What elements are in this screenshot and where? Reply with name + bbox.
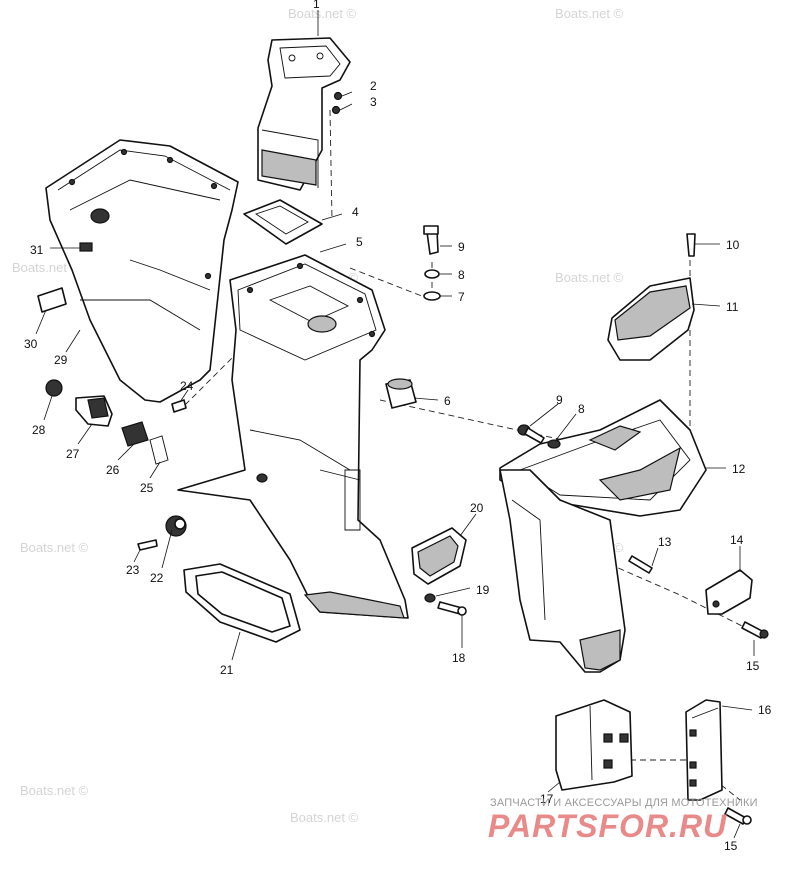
callout-16: 16 xyxy=(758,703,772,717)
part-bracket-17 xyxy=(555,699,633,791)
part-pin-24 xyxy=(171,399,187,413)
callout-3: 3 xyxy=(370,95,377,109)
part-plug-31 xyxy=(79,242,93,252)
callout-17: 17 xyxy=(540,792,554,806)
part-plate-20 xyxy=(411,527,467,585)
part-screw-15-upper xyxy=(741,621,769,639)
part-washer-7 xyxy=(423,291,441,301)
callout-14: 14 xyxy=(730,533,744,547)
part-screw-23 xyxy=(137,539,158,551)
part-bolt-9-right xyxy=(517,424,545,444)
callout-20: 20 xyxy=(470,501,484,515)
watermark: Boats.net © xyxy=(288,6,357,21)
part-bolt-18 xyxy=(437,601,467,616)
callout-30: 30 xyxy=(24,337,38,351)
callout-8-top: 8 xyxy=(458,268,465,282)
part-bolt-9-top xyxy=(423,225,439,255)
callout-31: 31 xyxy=(30,243,44,257)
watermark: Boats.net © xyxy=(555,270,624,285)
callout-7: 7 xyxy=(458,290,465,304)
callout-24: 24 xyxy=(180,379,194,393)
part-washer-19 xyxy=(424,593,436,603)
callout-26: 26 xyxy=(106,463,120,477)
part-screw-15-lower xyxy=(724,807,752,825)
part-screw-10 xyxy=(686,233,696,257)
callout-6: 6 xyxy=(444,394,451,408)
part-exhaust-tube xyxy=(257,37,351,191)
part-seal-21 xyxy=(183,563,301,643)
part-spring-26 xyxy=(121,421,149,447)
part-washer-8-right xyxy=(547,439,561,449)
part-fitting-27 xyxy=(75,395,113,427)
watermark: Boats.net © xyxy=(20,783,89,798)
callout-19: 19 xyxy=(476,583,490,597)
callout-28: 28 xyxy=(32,423,46,437)
part-cap-28 xyxy=(45,379,63,397)
part-bracket-16 xyxy=(685,699,723,801)
callout-18: 18 xyxy=(452,651,466,665)
watermark: Boats.net © xyxy=(555,6,624,21)
part-grommet-22 xyxy=(165,515,187,537)
callout-labels: 1 2 3 4 5 6 7 8 9 10 11 12 9 8 13 14 15 … xyxy=(24,0,772,853)
part-grommet xyxy=(385,378,417,409)
callout-9-top: 9 xyxy=(458,240,465,254)
part-gasket xyxy=(243,199,323,245)
callout-1: 1 xyxy=(313,0,320,11)
part-lower-housing xyxy=(499,469,626,673)
part-clamp-14 xyxy=(705,569,753,615)
watermark: Boats.net © xyxy=(12,260,81,275)
part-screw-2-3 xyxy=(331,91,343,115)
part-screw-13 xyxy=(628,555,653,574)
part-decal xyxy=(37,287,67,313)
callout-22: 22 xyxy=(150,571,164,585)
callout-27: 27 xyxy=(66,447,80,461)
footer-tagline: ЗАПЧАСТИ И АКСЕССУАРЫ ДЛЯ МОТОТЕХНИКИ xyxy=(490,797,758,809)
callout-9-right: 9 xyxy=(556,393,563,407)
part-cover-plate xyxy=(607,277,695,361)
callout-11: 11 xyxy=(726,300,739,314)
callout-25: 25 xyxy=(140,481,154,495)
leader-lines xyxy=(35,10,755,839)
callout-5: 5 xyxy=(356,235,363,249)
callout-8-right: 8 xyxy=(578,402,585,416)
callout-13: 13 xyxy=(658,535,672,549)
part-exhaust-housing xyxy=(177,254,409,619)
callout-15-upper: 15 xyxy=(746,659,760,673)
watermark: Boats.net © xyxy=(20,540,89,555)
part-clip-25 xyxy=(149,435,169,465)
part-washer-8-top xyxy=(424,269,440,279)
part-upper-cover xyxy=(45,139,239,403)
callout-21: 21 xyxy=(220,663,234,677)
callout-23: 23 xyxy=(126,563,140,577)
callout-2: 2 xyxy=(370,79,377,93)
callout-12: 12 xyxy=(732,462,746,476)
callout-29: 29 xyxy=(54,353,68,367)
partsfor-logo: PARTSFOR.RU xyxy=(488,808,728,844)
callout-10: 10 xyxy=(726,238,740,252)
callout-4: 4 xyxy=(352,205,359,219)
callout-15-lower: 15 xyxy=(724,839,738,853)
watermark: Boats.net © xyxy=(290,810,359,825)
